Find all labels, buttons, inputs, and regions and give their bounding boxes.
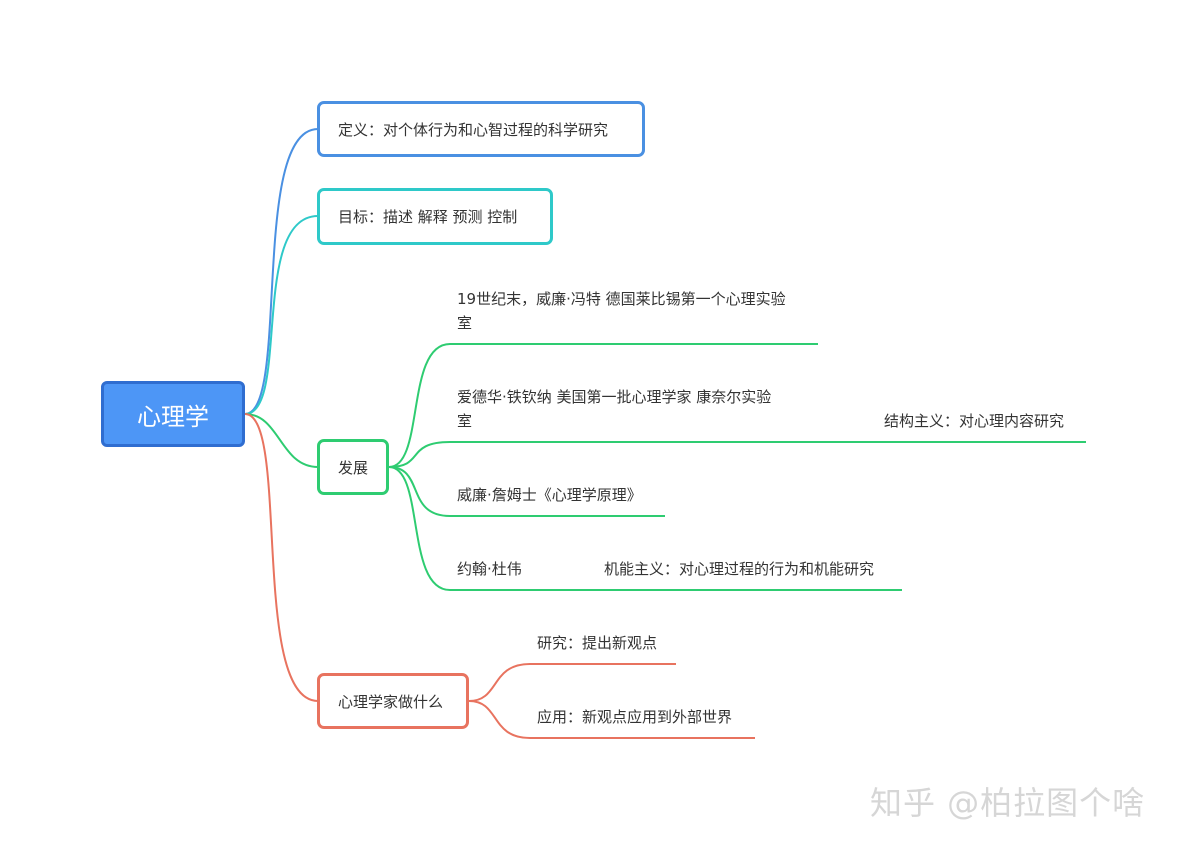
connector-dev-2 <box>388 441 1086 468</box>
dev-item-2[interactable]: 爱德华·铁钦纳 美国第一批心理学家 康奈尔实验 室 <box>457 385 771 433</box>
psy-item-research[interactable]: 研究：提出新观点 <box>537 634 658 652</box>
branch-goal-label: 目标：描述 解释 预测 控制 <box>338 208 518 226</box>
branch-psychologist-label: 心理学家做什么 <box>338 692 444 711</box>
branch-development-label: 发展 <box>338 458 369 477</box>
dev-item-2-note[interactable]: 结构主义：对心理内容研究 <box>884 412 1065 430</box>
dev-item-4-note[interactable]: 机能主义：对心理过程的行为和机能研究 <box>604 560 875 578</box>
connector-goal <box>244 215 319 415</box>
connector-definition <box>244 128 319 415</box>
branch-goal[interactable]: 目标：描述 解释 预测 控制 <box>317 188 553 245</box>
dev-item-1-line1: 19世纪末，威廉·冯特 德国莱比锡第一个心理实验 <box>457 290 786 308</box>
connector-dev-3 <box>388 466 665 517</box>
central-topic-label: 心理学 <box>137 402 209 431</box>
connector-psychologist <box>244 413 319 702</box>
connector-development <box>244 413 319 468</box>
branch-definition-label: 定义：对个体行为和心智过程的科学研究 <box>338 120 609 139</box>
central-topic-node[interactable]: 心理学 <box>101 381 245 447</box>
connector-psy-2 <box>468 700 755 739</box>
dev-item-2-line2: 室 <box>457 412 473 430</box>
branch-definition[interactable]: 定义：对个体行为和心智过程的科学研究 <box>317 101 645 157</box>
dev-item-4[interactable]: 约翰·杜伟 <box>457 560 522 578</box>
dev-item-3[interactable]: 威廉·詹姆士《心理学原理》 <box>457 486 642 504</box>
dev-item-2-line1: 爱德华·铁钦纳 美国第一批心理学家 康奈尔实验 <box>457 388 772 406</box>
connector-dev-4 <box>388 466 902 591</box>
connector-psy-1 <box>468 663 676 702</box>
dev-item-1-line2: 室 <box>457 314 473 332</box>
watermark: 知乎 @柏拉图个啥 <box>870 784 1146 822</box>
branch-psychologist[interactable]: 心理学家做什么 <box>317 673 469 729</box>
psy-item-application[interactable]: 应用：新观点应用到外部世界 <box>537 708 733 726</box>
connector-dev-1 <box>388 343 818 468</box>
dev-item-1[interactable]: 19世纪末，威廉·冯特 德国莱比锡第一个心理实验 室 <box>457 287 786 335</box>
branch-development[interactable]: 发展 <box>317 439 389 495</box>
